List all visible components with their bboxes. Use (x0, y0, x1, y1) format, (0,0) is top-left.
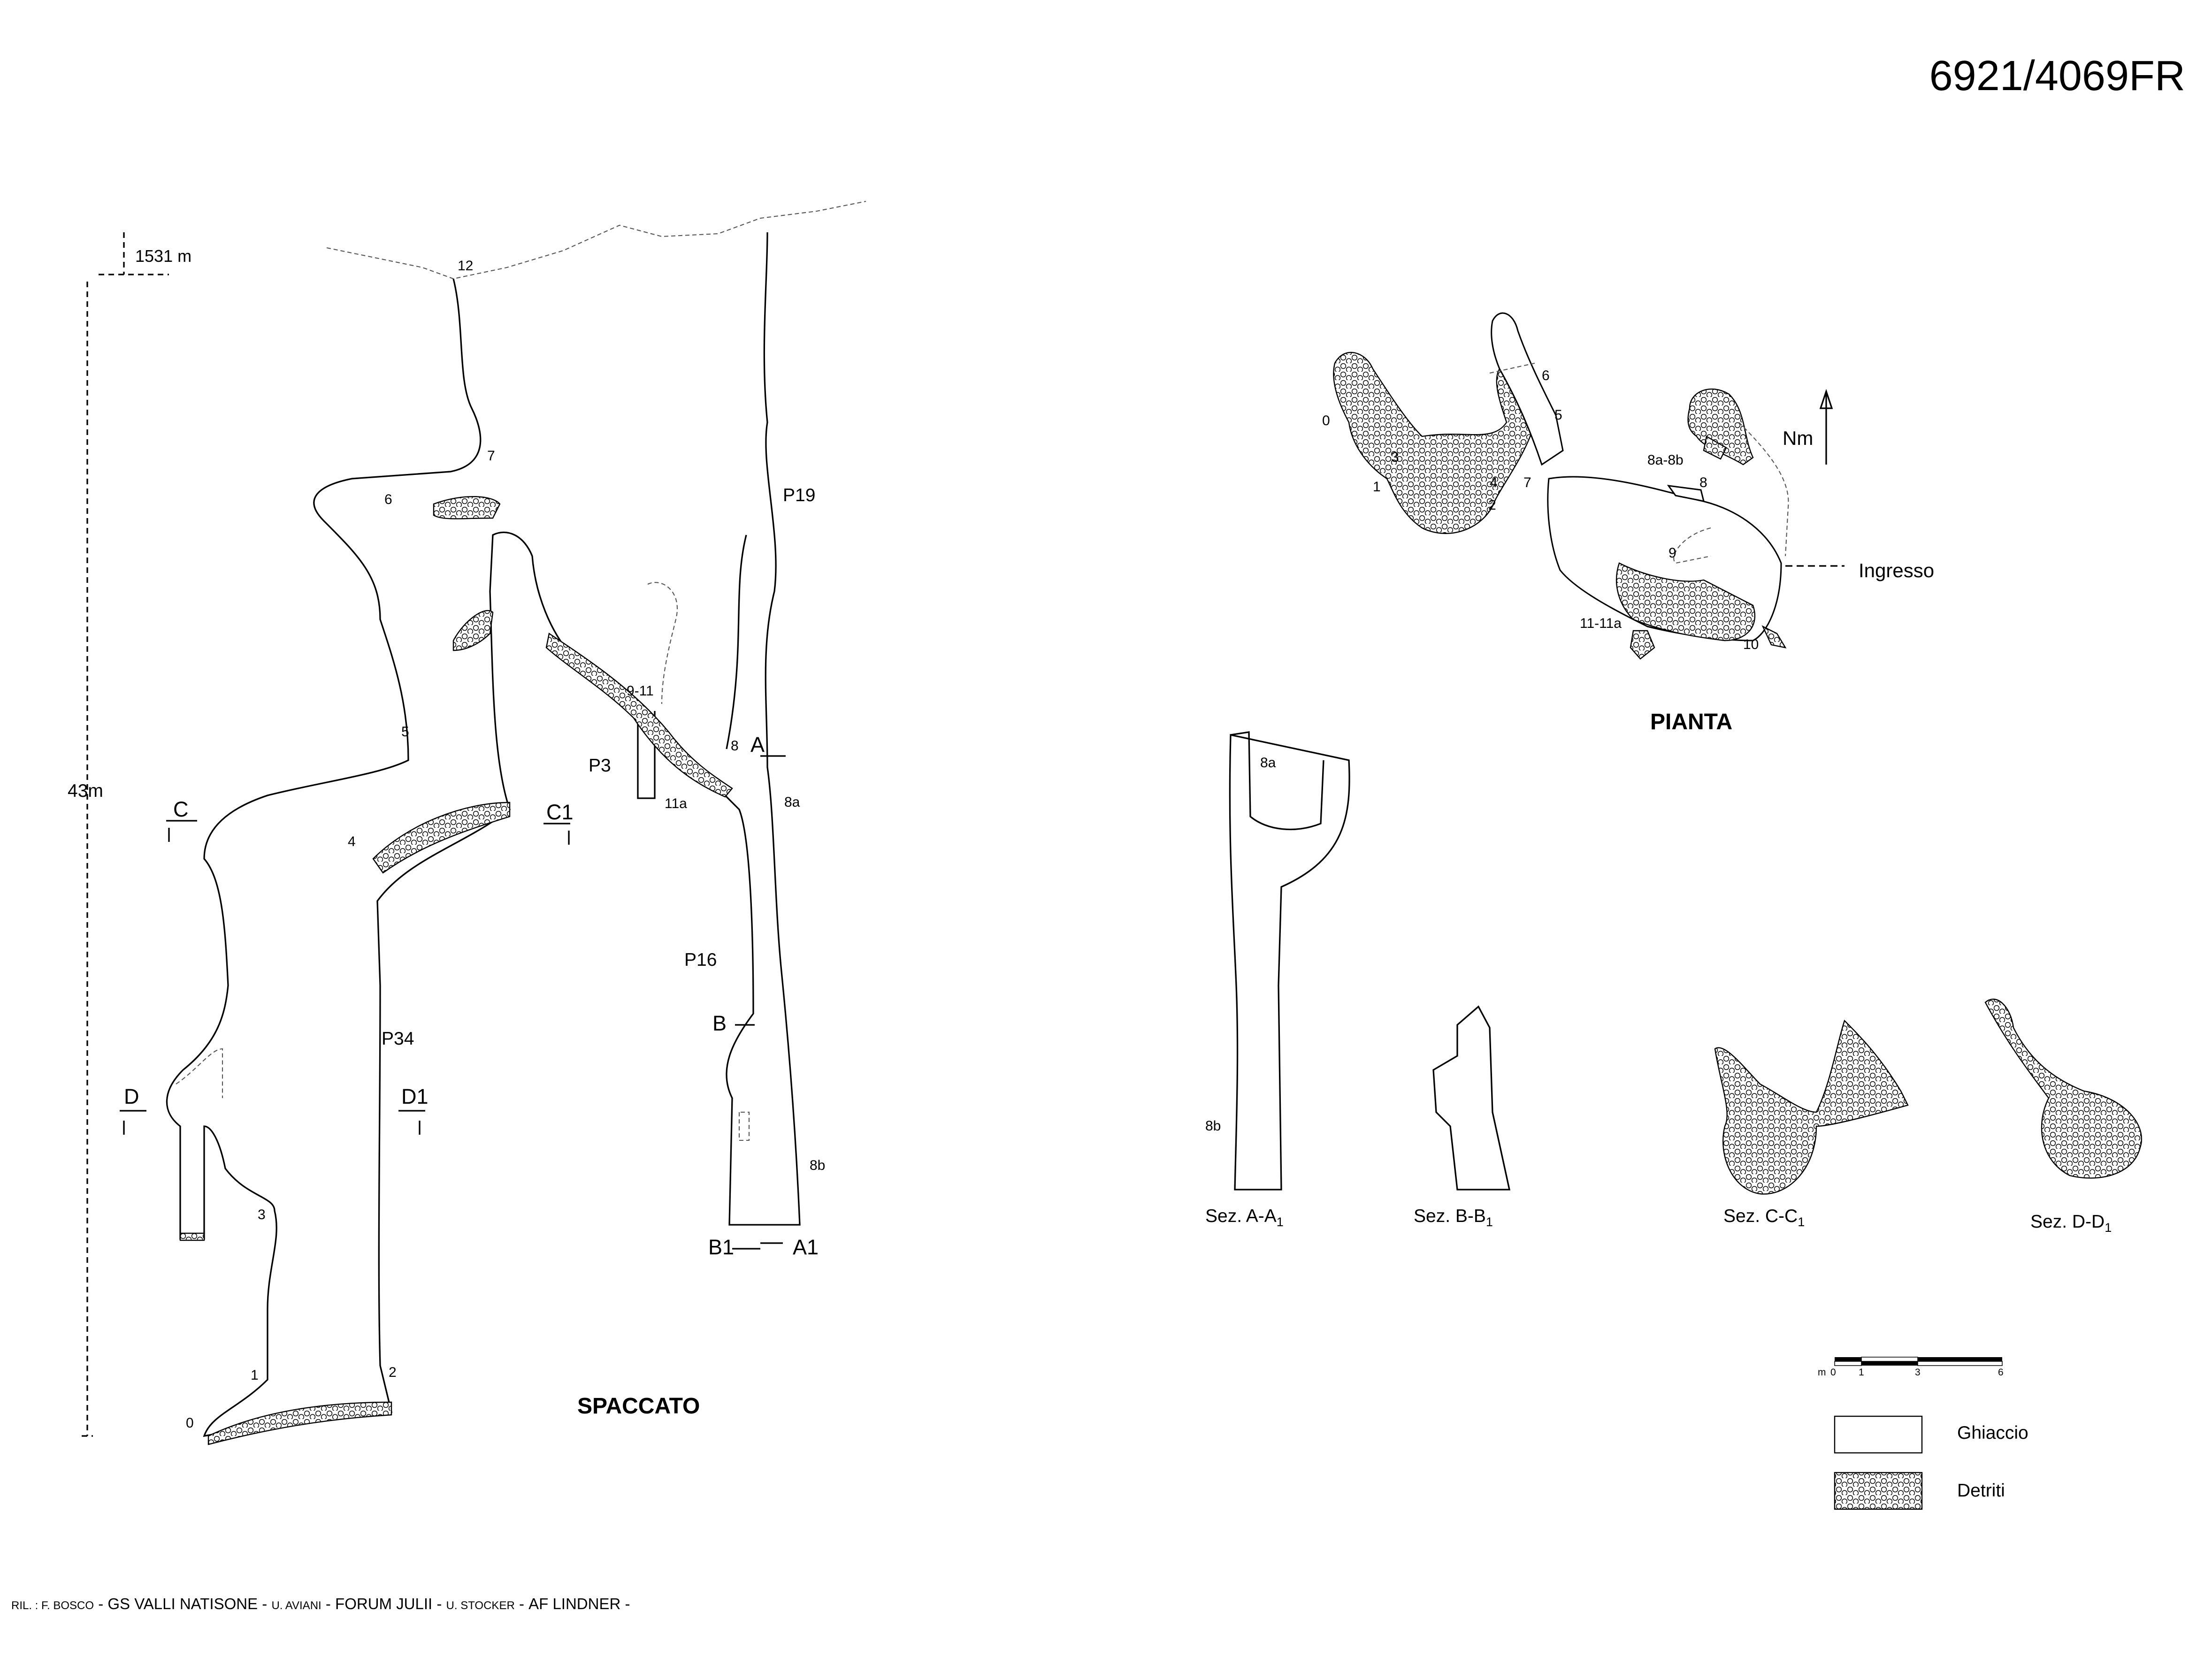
legend: Ghiaccio Detriti (1834, 1415, 2028, 1510)
station-label: 10 (1743, 637, 1759, 652)
station-label: 4 (348, 834, 356, 849)
legend-ice-label: Ghiaccio (1957, 1423, 2028, 1443)
station-label: 8a (784, 794, 800, 810)
station-label: 11-11a (1580, 616, 1622, 631)
pitch-label: P16 (684, 950, 717, 970)
station-label: 2 (1488, 497, 1496, 513)
station-label: 12 (458, 258, 473, 274)
legend-debris-swatch (1834, 1472, 1923, 1510)
section-b-label: Sez. B-B1 (1414, 1206, 1493, 1229)
credit-sep: - (94, 1595, 107, 1612)
section-d-text: Sez. D-D (2030, 1212, 2105, 1232)
station-label: 8a (1260, 755, 1276, 771)
section-c-label: Sez. C-C1 (1723, 1206, 1805, 1229)
scale-unit: m (1818, 1367, 1826, 1378)
pitch-label: P34 (382, 1029, 414, 1049)
station-label: 8 (731, 738, 739, 754)
pitch-label: P19 (783, 485, 815, 505)
section-mark: D1 (401, 1084, 429, 1108)
entrance-label: Ingresso (1859, 559, 1934, 581)
section-mark: D (124, 1084, 139, 1108)
credit-sep: - (258, 1595, 271, 1612)
credit: FORUM JULII (335, 1595, 432, 1612)
station-label: 7 (1523, 475, 1531, 490)
section-b-sub: 1 (1486, 1215, 1493, 1229)
section-a-label: Sez. A-A1 (1205, 1206, 1284, 1229)
station-label: 8b (810, 1158, 825, 1173)
credit: U. AVIANI (271, 1599, 321, 1612)
section-a-sub: 1 (1277, 1215, 1284, 1229)
credit: U. STOCKER (446, 1599, 515, 1612)
station-label: 9 (1669, 545, 1676, 561)
section-c-sub: 1 (1798, 1215, 1805, 1229)
credits: RIL. : F. BOSCO - GS VALLI NATISONE - U.… (11, 1595, 630, 1612)
scale-tick: 0 (1830, 1367, 1836, 1378)
station-label: 5 (401, 724, 409, 740)
legend-ice-swatch (1834, 1415, 1923, 1454)
scale-tick: 6 (1998, 1367, 2004, 1378)
station-label: 1 (1373, 479, 1381, 495)
pianta-title: PIANTA (1650, 710, 1732, 734)
scale-bar: m 0 1 3 6 (1818, 1357, 2004, 1378)
scale-tick: 1 (1859, 1367, 1864, 1378)
station-label: 1 (251, 1367, 259, 1383)
station-label: 0 (186, 1415, 194, 1431)
section-mark: A (750, 733, 765, 756)
section-mark: C (173, 797, 189, 821)
credit: AF LINDNER (528, 1595, 620, 1612)
pianta-plan: Nm Ingresso 0 1 2 3 4 5 6 7 8 8a-8b 9 10… (1322, 312, 1934, 734)
credit-sep: - (432, 1595, 446, 1612)
credit-sep: - (515, 1595, 528, 1612)
cross-sections: 8a 8b Sez. A-A1 Sez. B-B1 Sez. C-C1 Sez.… (1205, 731, 2143, 1235)
credits-prefix: RIL. : (11, 1599, 41, 1612)
station-label: 0 (1322, 413, 1330, 428)
credit-sep: - (321, 1595, 335, 1612)
section-mark: B1 (708, 1235, 734, 1259)
station-label: 2 (389, 1365, 397, 1380)
legend-debris-label: Detriti (1957, 1481, 2005, 1501)
station-label: 6 (384, 492, 392, 507)
station-label: 3 (258, 1207, 266, 1222)
station-label: 11a (665, 796, 687, 811)
station-label: 7 (487, 448, 495, 464)
station-label: 4 (1490, 475, 1498, 490)
section-b-text: Sez. B-B (1414, 1206, 1486, 1226)
cave-id: 6921/4069FR (1929, 53, 2185, 99)
section-mark: A1 (793, 1235, 819, 1259)
section-a-text: Sez. A-A (1205, 1206, 1277, 1226)
section-c-text: Sez. C-C (1723, 1206, 1798, 1226)
north-label: Nm (1783, 427, 1813, 449)
spaccato-title: SPACCATO (577, 1394, 700, 1419)
spaccato-profile (166, 200, 866, 1445)
station-label: 8a-8b (1647, 452, 1684, 468)
station-label: 6 (1542, 368, 1550, 383)
credit: F. BOSCO (41, 1599, 94, 1612)
station-label: 5 (1554, 407, 1562, 423)
pitch-label: P3 (589, 756, 611, 776)
scale-tick: 3 (1915, 1367, 1921, 1378)
station-label: 8b (1205, 1118, 1221, 1134)
station-label: 8 (1699, 475, 1707, 490)
credit: GS VALLI NATISONE (107, 1595, 258, 1612)
section-mark: B (712, 1011, 727, 1035)
station-label: 3 (1391, 450, 1399, 465)
section-d-label: Sez. D-D1 (2030, 1212, 2112, 1235)
station-label: 9-11 (627, 683, 654, 699)
section-d-sub: 1 (2105, 1221, 2112, 1235)
spaccato-labels: 1531 m 43m 12 7 6 5 4 3 2 1 0 9-11 11a 8… (68, 232, 825, 1437)
credit-sep: - (620, 1595, 630, 1612)
depth-label: 43m (68, 781, 103, 801)
altitude-label: 1531 m (135, 246, 191, 266)
section-mark: C1 (546, 800, 574, 824)
